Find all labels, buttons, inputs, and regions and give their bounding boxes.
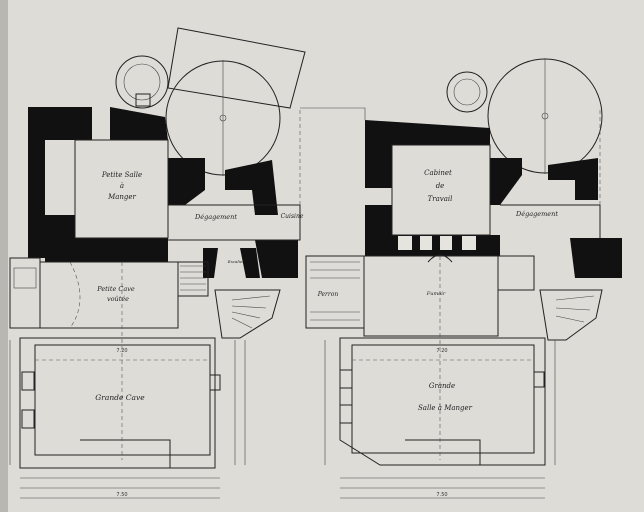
right-wall-tower-west: [490, 158, 522, 205]
left-annex-outline: [167, 27, 306, 109]
left-cave-vault-arc: [69, 261, 81, 329]
label-petite-salle-2: à: [120, 182, 124, 190]
right-wall-east: [570, 238, 622, 278]
label-cabinet-2: de: [436, 182, 445, 190]
left-plan: [9, 27, 306, 499]
label-fumoir: Fumoir: [426, 291, 446, 297]
right-room-grande-salle: [351, 344, 535, 454]
right-spiral-stair-treads: [555, 295, 595, 323]
left-stair-treads: [180, 265, 206, 291]
label-left-degagement: Dégagement: [194, 213, 237, 221]
right-room-fumoir: [363, 255, 499, 337]
left-wall-tower-west: [168, 158, 205, 205]
right-dimension-lines: [324, 340, 556, 499]
label-petite-salle-1: Petite Salle: [101, 171, 142, 179]
paper-left-edge: [0, 0, 8, 512]
right-stair-block: [497, 255, 535, 291]
right-dim-top: 7.20: [436, 348, 447, 354]
right-perron-treads: [310, 261, 360, 321]
right-wall-west: [365, 205, 392, 256]
left-small-tower-stair: [135, 93, 151, 107]
left-room-petite-salle: [74, 139, 169, 239]
label-grande-salle-1: Grande: [429, 382, 455, 390]
left-wall-west: [28, 107, 92, 258]
right-connector-line: [300, 107, 366, 120]
left-grande-cave-outer: [19, 337, 216, 469]
right-wall-tower-east: [548, 158, 598, 200]
left-room-grande-cave: [34, 344, 211, 456]
left-dimension-lines: [9, 340, 246, 499]
left-grande-cave-bay: [80, 439, 171, 469]
left-dim-top: 7.20: [116, 348, 127, 354]
left-stair-block: [177, 261, 209, 297]
right-small-tower: [446, 71, 488, 113]
left-grande-cave-windows: [21, 371, 221, 429]
right-small-tower-inner: [453, 78, 481, 106]
right-fumoir-niche: [427, 254, 453, 263]
right-plan: [300, 58, 622, 499]
right-spiral-stair: [539, 289, 603, 341]
right-cabinet-piers: [398, 236, 476, 250]
right-grande-salle-bay: [405, 439, 481, 466]
label-petite-salle-3: Manger: [107, 193, 136, 201]
label-escalier: Escalier: [227, 259, 246, 264]
right-grande-salle-windows: [339, 369, 545, 424]
label-grande-cave: Grande Cave: [95, 393, 145, 402]
right-dim-bottom: 7.50: [436, 492, 447, 498]
right-wall-north: [365, 120, 490, 188]
left-cave-annex-inner: [13, 267, 37, 289]
label-perron: Perron: [317, 291, 339, 298]
left-wall-stair-b: [240, 248, 260, 278]
label-petite-cave-1: Petite Cave: [96, 285, 135, 293]
left-wall-tower-east: [225, 160, 278, 215]
left-wall-stair-a: [203, 248, 218, 278]
label-petite-cave-2: voûtée: [107, 295, 129, 303]
label-cabinet-1: Cabinet: [424, 169, 452, 177]
right-room-cabinet: [391, 144, 491, 236]
left-wall-north: [110, 107, 168, 140]
left-small-tower: [115, 55, 169, 109]
label-right-degagement: Dégagement: [515, 210, 558, 218]
label-cuisine: Cuisine: [281, 213, 304, 220]
label-cabinet-3: Travail: [428, 195, 453, 203]
left-wall-kitchen: [255, 240, 298, 278]
left-small-tower-inner: [123, 63, 161, 101]
label-grande-salle-2: Salle à Manger: [418, 404, 473, 412]
left-spiral-stair-treads: [231, 295, 271, 329]
left-spiral-stair: [214, 289, 281, 339]
left-room-degagement: [168, 204, 301, 241]
left-dim-bottom: 7.50: [116, 492, 127, 498]
